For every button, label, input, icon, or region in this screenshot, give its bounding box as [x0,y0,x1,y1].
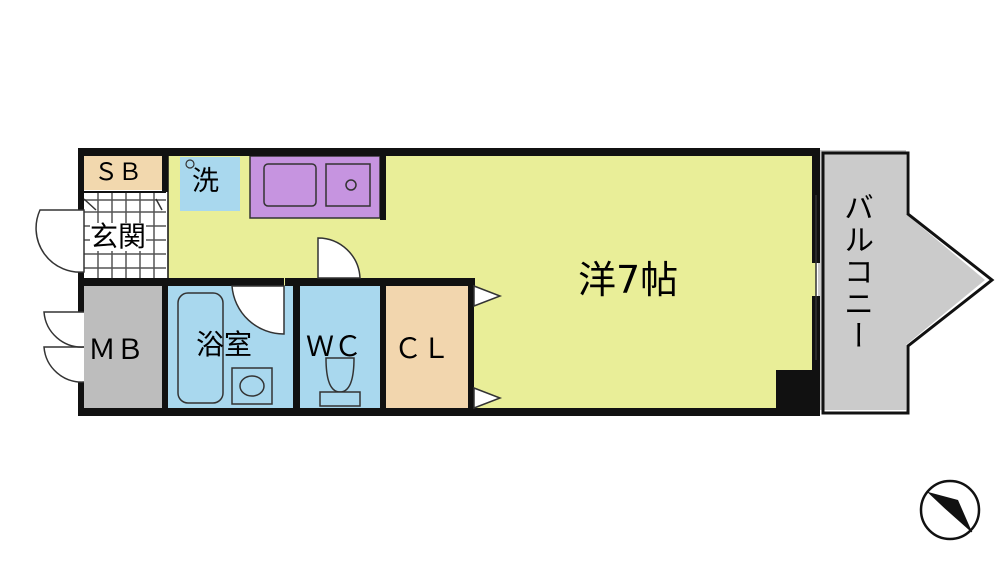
sink-icon [263,163,317,207]
bathtub-icon [177,292,224,404]
stove-icon [325,163,371,207]
balcony-area [818,150,985,410]
closet-label: ＣＬ [394,332,451,365]
closet-floor [386,286,468,410]
balcony-label: バルコニー [838,192,873,352]
washer-label: 洗 [192,166,219,197]
washer-area [180,157,240,211]
sb-label: ＳＢ [94,158,142,186]
balcony-outline [821,151,995,415]
door-swings [35,198,361,383]
meter-box-area [84,286,162,410]
entrance-label: 玄関 [90,220,147,253]
shoe-box-area [84,156,162,190]
closet-door-marks [473,284,503,410]
drain-icon [185,159,195,169]
washbasin-icon [231,367,273,405]
living-room-label: 洋7帖 [578,258,679,302]
wc-label: ＷＣ [306,330,363,363]
bath-label: 浴室 [196,328,253,361]
mb-label: ＭＢ [88,333,145,366]
compass-north-arrow-icon [919,479,981,541]
